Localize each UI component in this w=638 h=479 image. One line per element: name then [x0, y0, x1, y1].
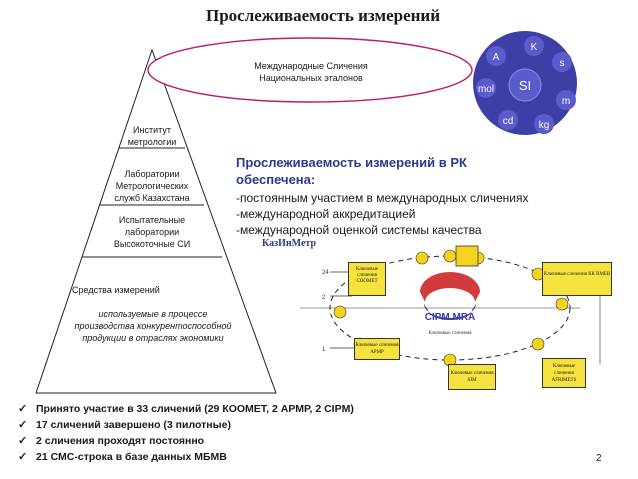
si-unit-label: A — [493, 52, 500, 63]
traceability-item: -постоянным участием в международных сли… — [236, 191, 529, 205]
traceability-heading: Прослеживаемость измерений в РК обеспече… — [236, 155, 467, 187]
si-center-label: SI — [519, 78, 531, 93]
cipm-logo-text: CIPM MRA — [425, 312, 476, 323]
pyramid-level-means-desc: используемые в процессе производства кон… — [74, 309, 232, 343]
cipm-logo-arc — [420, 272, 480, 302]
cc-box-sim: Ключевые сличения SIM — [448, 364, 496, 390]
traceability-item: -международной оценкой системы качества — [236, 223, 482, 237]
page-title: Прослеживаемость измерений — [205, 6, 441, 25]
cipm-count-label: 1 — [322, 347, 326, 353]
network-node — [555, 297, 569, 311]
si-unit-dot — [534, 114, 554, 134]
cipm-count-label: 2 — [322, 295, 326, 301]
results-item: ✓2 сличения проходят постоянно — [18, 435, 205, 447]
si-unit-dot — [524, 36, 544, 56]
cc-box-afrimets: Ключевые сличения AFRIMETS — [542, 358, 586, 388]
network-node — [333, 305, 347, 319]
results-item: ✓21 СМС-строка в базе данных МБМВ — [18, 451, 227, 463]
si-unit-label: m — [562, 96, 570, 107]
pyramid-level-institute: Институт метрологии — [127, 125, 177, 147]
kazinmetr-label: КазИнМетр — [262, 238, 317, 249]
traceability-item: -международной аккредитацией — [236, 207, 416, 221]
si-unit-dot — [556, 90, 576, 110]
si-unit-label: s — [560, 58, 565, 69]
pyramid-outline — [35, 48, 277, 394]
comparisons-ellipse — [147, 37, 473, 103]
page-number: 2 — [596, 453, 602, 464]
results-list: ✓Принято участие в 33 сличений (29 КООМЕ… — [18, 401, 354, 465]
network-node-box — [455, 245, 479, 267]
cipm-count-label: 24 — [322, 270, 329, 276]
checkmark-icon: ✓ — [18, 451, 28, 463]
network-node — [443, 249, 457, 263]
si-units-logo: SI K s m kg cd mol A — [473, 31, 577, 135]
network-node — [415, 251, 429, 265]
cc-box-coomet: Ключевые сличения COOMET — [348, 262, 386, 296]
traceability-list: -постоянным участием в международных сли… — [236, 190, 529, 238]
checkmark-icon: ✓ — [18, 419, 28, 431]
si-unit-label: mol — [478, 84, 494, 95]
si-unit-dot — [552, 52, 572, 72]
si-unit-label: K — [531, 42, 538, 53]
comparisons-label-line: Международные Сличения — [254, 61, 368, 71]
cc-box-apmp: Ключевые сличения APMP — [354, 338, 400, 360]
pyramid-level-testing-labs: Испытательные лаборатории Высокоточные С… — [113, 215, 191, 249]
network-ring — [329, 255, 571, 361]
cc-box-bipm: Ключевые сличения КК ВМБВ — [542, 262, 612, 296]
results-item: ✓Принято участие в 33 сличений (29 КООМЕ… — [18, 403, 354, 415]
si-unit-label: cd — [503, 116, 514, 127]
pyramid-level-laboratories: Лаборатории Метрологических служб Казахс… — [114, 169, 190, 203]
si-center-circle — [508, 68, 542, 102]
checkmark-icon: ✓ — [18, 435, 28, 447]
comparisons-label: Международные Сличения Национальных этал… — [232, 60, 390, 84]
pyramid-level-means-title: Средства измерений — [72, 285, 160, 295]
results-item: ✓17 сличений завершено (3 пилотные) — [18, 419, 231, 431]
comparisons-label-line: Национальных эталонов — [259, 73, 363, 83]
si-unit-label: kg — [539, 120, 550, 131]
si-unit-dot — [486, 46, 506, 66]
si-unit-dot — [498, 110, 518, 130]
si-unit-dot — [476, 78, 496, 98]
network-node — [531, 337, 545, 351]
checkmark-icon: ✓ — [18, 403, 28, 415]
cipm-ring-label: Ключевые сличения — [428, 331, 472, 336]
